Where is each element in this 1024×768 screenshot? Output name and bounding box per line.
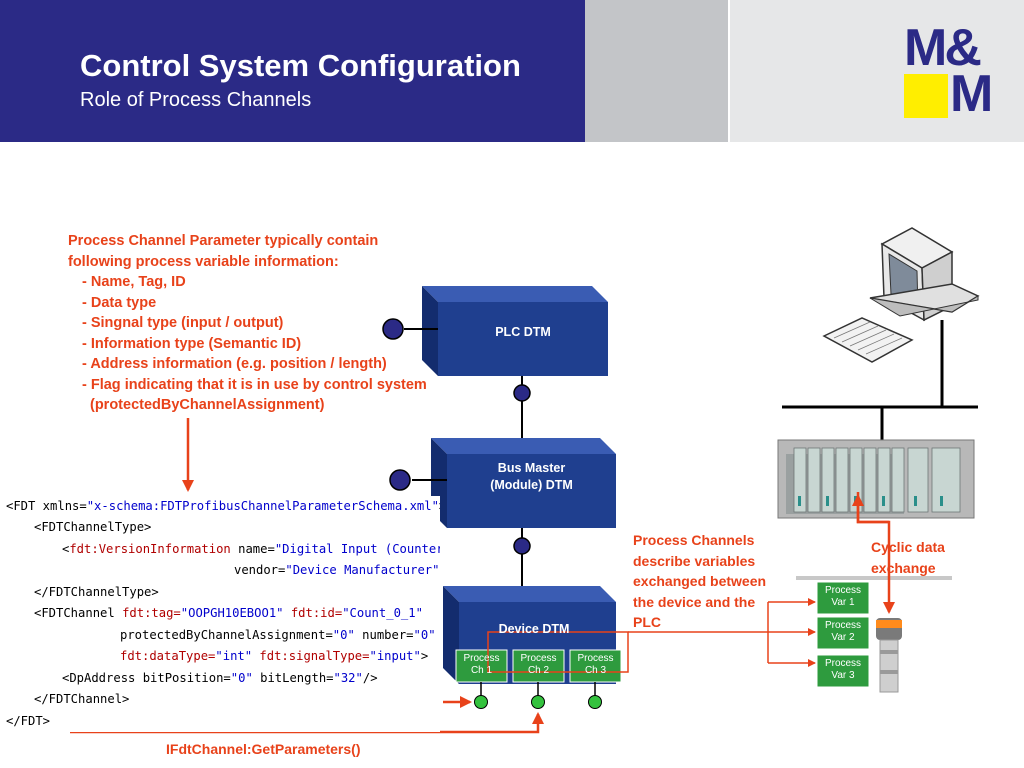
- info-line: - Information type (Semantic ID): [82, 335, 302, 352]
- info-line: Process Channel Parameter typically cont…: [68, 233, 379, 249]
- process-channels-description: Process Channels describe variables exch…: [633, 532, 767, 630]
- code-line: <DpAddress bitPosition="0" bitLength="32…: [62, 671, 378, 685]
- channel-parameter-info: Process Channel Parameter typically cont…: [68, 231, 427, 416]
- process-var1-box: [816, 581, 870, 615]
- get-parameters-arrow: [70, 712, 544, 734]
- computer-icon: [822, 227, 980, 363]
- page-title: Control System Configuration: [80, 48, 521, 83]
- process-var3-box: [816, 654, 870, 688]
- code-line: protectedByChannelAssignment="0" number=…: [120, 628, 436, 642]
- page-subtitle: Role of Process Channels: [80, 89, 312, 111]
- code-line: <FDTChannelType>: [34, 520, 152, 534]
- code-line: </FDTChannelType>: [34, 585, 159, 599]
- code-line: </FDTChannel>: [34, 692, 130, 706]
- cyclic-exchange-arrow-up: [852, 494, 889, 524]
- code-line: </FDT>: [6, 714, 51, 728]
- process-ch1-box: [455, 649, 508, 683]
- plc-bus-port: [513, 384, 531, 402]
- cyclic-data-label: Cyclic data exchange: [871, 539, 945, 576]
- logo-text-bottom: M: [950, 65, 993, 123]
- logo-text-top: M&: [904, 19, 982, 77]
- info-line: following process variable information:: [68, 253, 339, 270]
- code-line: <FDT xmlns="x-schema:FDTProfibusChannelP…: [6, 499, 440, 513]
- bus-master-label-2: (Module) DTM: [490, 478, 573, 492]
- company-logo: M& M: [904, 19, 1000, 123]
- info-line: - Address information (e.g. position / l…: [82, 356, 387, 372]
- process-ch3-box: [569, 649, 622, 683]
- xml-code-panel: <FDT xmlns="x-schema:FDTProfibusChannelP…: [0, 496, 440, 732]
- header-grey-panel: [585, 0, 728, 142]
- plc-port-circle: [382, 318, 404, 340]
- info-line: - Data type: [82, 294, 157, 311]
- info-line: - Singnal type (input / output): [82, 315, 284, 331]
- ch2-port: [531, 695, 545, 709]
- plc-dtm-box: [422, 286, 608, 376]
- get-parameters-label: IFdtChannel:GetParameters(): [166, 741, 361, 757]
- code-line: fdt:dataType="int" fdt:signalType="input…: [120, 649, 429, 663]
- bus-device-port: [513, 537, 531, 555]
- header-light-panel: [730, 0, 1024, 142]
- device-dtm-label: Device DTM: [498, 622, 570, 636]
- bus-master-label-1: Bus Master: [497, 461, 566, 475]
- ch1-port: [474, 695, 488, 709]
- bus-master-dtm-box: [431, 438, 616, 528]
- code-line: vendor="Device Manufacturer": [234, 563, 440, 577]
- code-line: <fdt:VersionInformation name="Digital In…: [62, 542, 440, 556]
- header: Control System Configuration Role of Pro…: [0, 0, 1024, 142]
- bus-port-circle: [389, 469, 411, 491]
- code-line: <FDTChannel fdt:tag="OOPGH10EBOO1" fdt:i…: [34, 606, 423, 620]
- ch3-port: [588, 695, 602, 709]
- plc-rack-icon: [777, 439, 975, 519]
- info-line: - Flag indicating that it is in use by c…: [82, 376, 427, 393]
- info-line: - Name, Tag, ID: [82, 274, 186, 290]
- plc-dtm-label: PLC DTM: [495, 325, 551, 339]
- process-var2-box: [816, 616, 870, 650]
- sensor-icon: [876, 618, 902, 693]
- logo-yellow-square: [904, 74, 948, 118]
- process-ch2-box: [512, 649, 565, 683]
- header-blue-panel: [0, 0, 585, 142]
- info-line: (protectedByChannelAssignment): [90, 397, 325, 413]
